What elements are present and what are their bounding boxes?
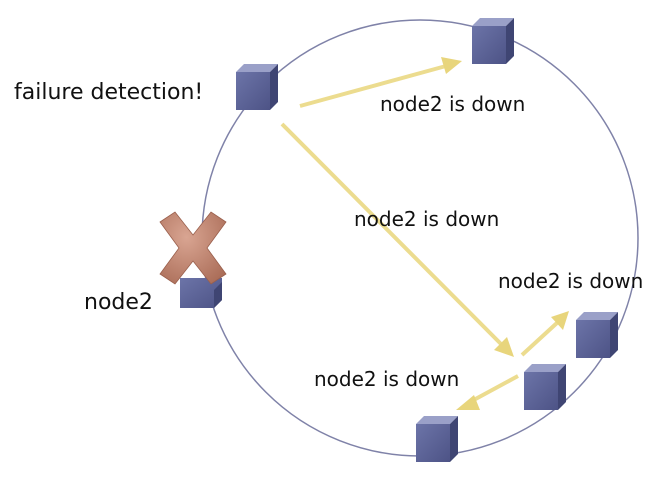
message-label-center: node2 is down — [354, 207, 500, 231]
failed-node-cube-icon — [180, 278, 222, 308]
failure-detection-label: failure detection! — [14, 80, 204, 105]
x-mark-icon — [159, 211, 227, 285]
node-right-cube-icon — [576, 312, 618, 358]
node2-label: node2 — [84, 290, 153, 315]
message-label-bottom: node2 is down — [314, 367, 460, 391]
arrow-to-top-node — [299, 57, 462, 108]
node-bottom-cube-icon — [416, 416, 458, 462]
message-label-top-right: node2 is down — [380, 92, 526, 116]
node-lower-right-cube-icon — [524, 364, 566, 410]
message-label-right: node2 is down — [498, 269, 644, 293]
node-detector-cube-icon — [236, 64, 278, 110]
node-top-cube-icon — [472, 18, 514, 64]
arrow-to-bottom-node — [456, 374, 519, 410]
arrow-to-right-node — [520, 311, 569, 357]
arrow-diagonal — [280, 122, 514, 357]
